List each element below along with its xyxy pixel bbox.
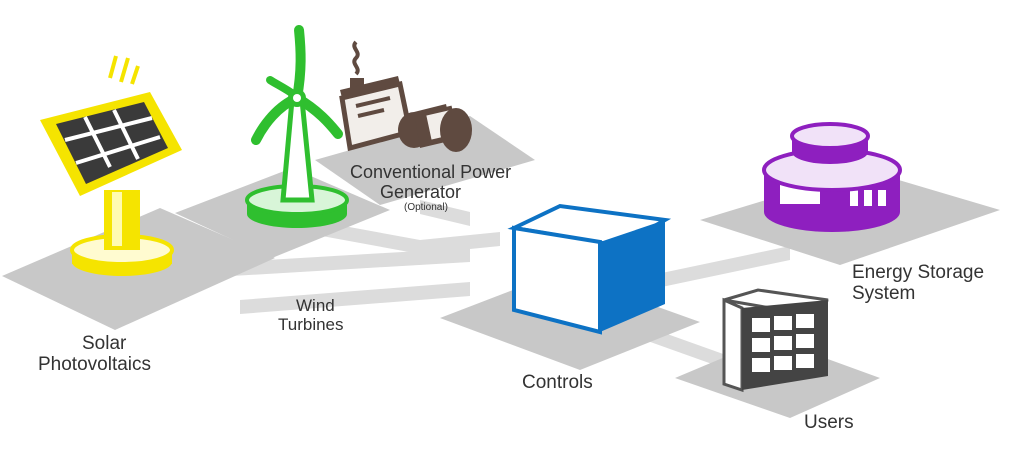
generator-label-line1: Conventional Power <box>350 162 512 182</box>
wind-turbine-icon <box>245 25 349 228</box>
solar-panel-icon <box>40 55 182 276</box>
storage-label-line2: System <box>852 283 916 305</box>
generator-platform <box>315 116 535 205</box>
solar-label-line2: Photovoltaics <box>38 354 152 376</box>
storage-label: Energy Storage System <box>852 262 984 305</box>
solar-label-line1: Solar <box>82 333 127 354</box>
generator-optional-note: (Optional) <box>404 202 448 213</box>
controls-box-icon <box>507 203 672 335</box>
wind-label-line2: Turbines <box>278 315 344 335</box>
storage-label-line1: Energy Storage <box>852 262 985 283</box>
users-label: Users <box>804 412 854 433</box>
energy-storage-icon <box>762 122 902 232</box>
wind-label-line1: Wind <box>296 296 335 315</box>
solar-label: Solar Photovoltaics <box>38 333 151 376</box>
generator-icon <box>339 40 472 152</box>
generator-label-line2: Generator <box>380 182 462 203</box>
users-building-icon <box>722 288 829 393</box>
wind-label: Wind Turbines <box>278 296 344 334</box>
controls-label: Controls <box>522 372 593 393</box>
generator-label: Conventional Power Generator <box>350 162 511 202</box>
